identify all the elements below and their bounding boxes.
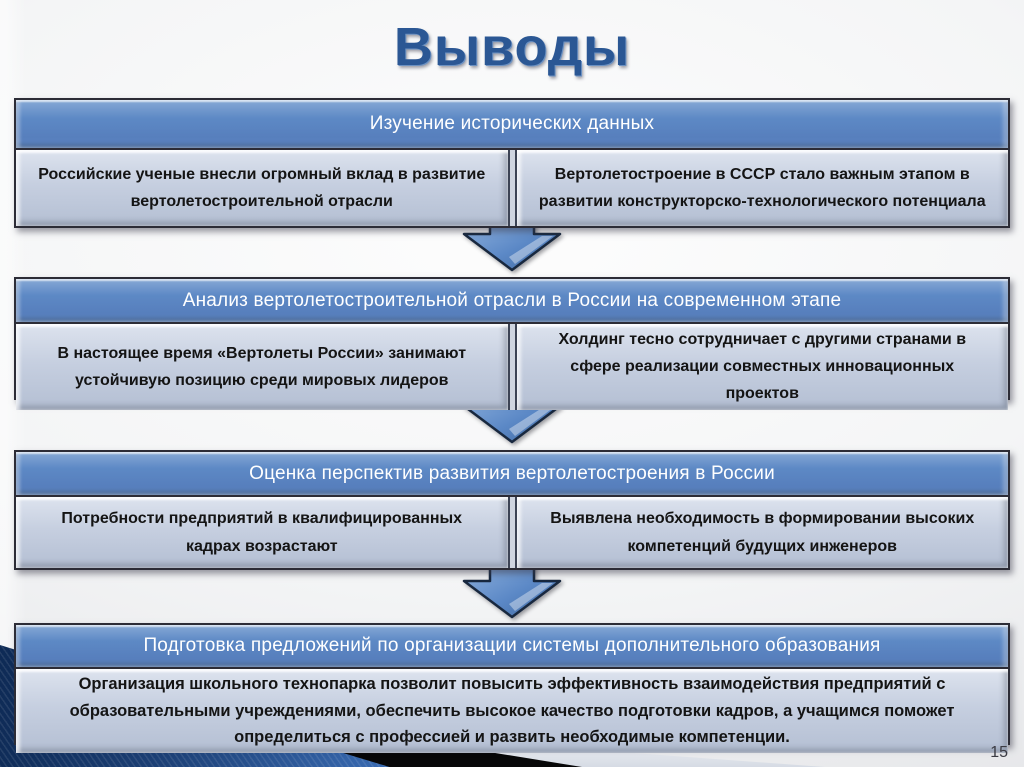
page-number: 15 [990,744,1008,761]
block-header: Оценка перспектив развития вертолетостро… [16,452,1008,497]
down-arrow-icon [462,220,562,272]
block-header: Подготовка предложений по организации си… [16,625,1008,669]
block-body: Российские ученые внесли огромный вклад … [16,150,1008,226]
block-body: Организация школьного технопарка позволи… [16,669,1008,754]
block-cell: Организация школьного технопарка позволи… [16,669,1008,754]
block-cell: Холдинг тесно сотрудничает с другими стр… [514,324,1008,410]
flow-block-history: Изучение исторических данных Российские … [14,98,1010,228]
flow-block-proposals: Подготовка предложений по организации си… [14,623,1010,754]
slide-title: Выводы [393,17,631,77]
block-cell: В настоящее время «Вертолеты России» зан… [16,324,510,410]
block-cell: Выявлена необходимость в формировании вы… [514,497,1008,568]
block-header: Изучение исторических данных [16,100,1008,150]
block-cell: Потребности предприятий в квалифицирован… [16,497,510,568]
block-cell: Вертолетостроение в СССР стало важным эт… [514,150,1008,226]
down-arrow-icon [462,563,562,619]
flow-block-assessment: Оценка перспектив развития вертолетостро… [14,450,1010,570]
flow-block-analysis: Анализ вертолетостроительной отрасли в Р… [14,277,1010,410]
block-header: Анализ вертолетостроительной отрасли в Р… [16,279,1008,324]
block-body: В настоящее время «Вертолеты России» зан… [16,324,1008,410]
block-body: Потребности предприятий в квалифицирован… [16,497,1008,568]
block-cell: Российские ученые внесли огромный вклад … [16,150,510,226]
